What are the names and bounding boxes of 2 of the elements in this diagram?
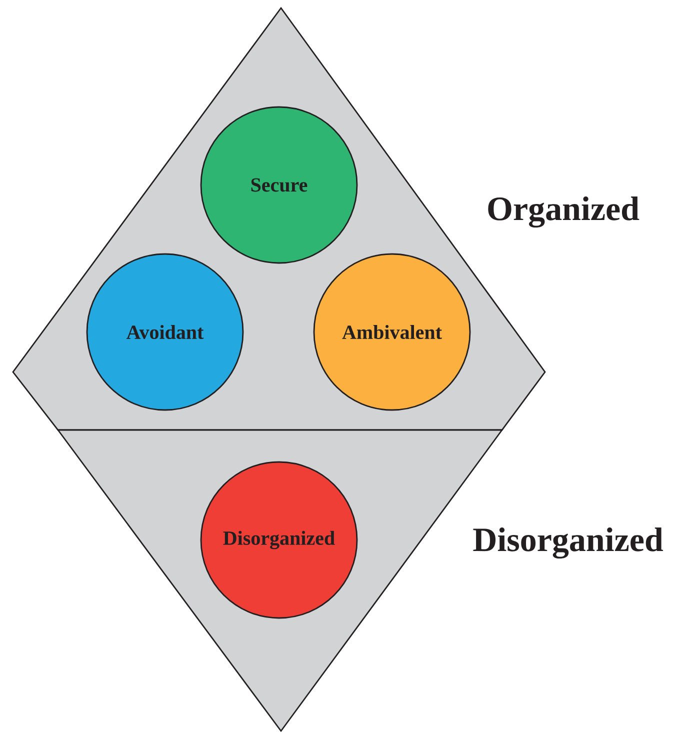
group-label: Organized <box>488 196 640 228</box>
group-label: Disorganized <box>473 527 663 559</box>
